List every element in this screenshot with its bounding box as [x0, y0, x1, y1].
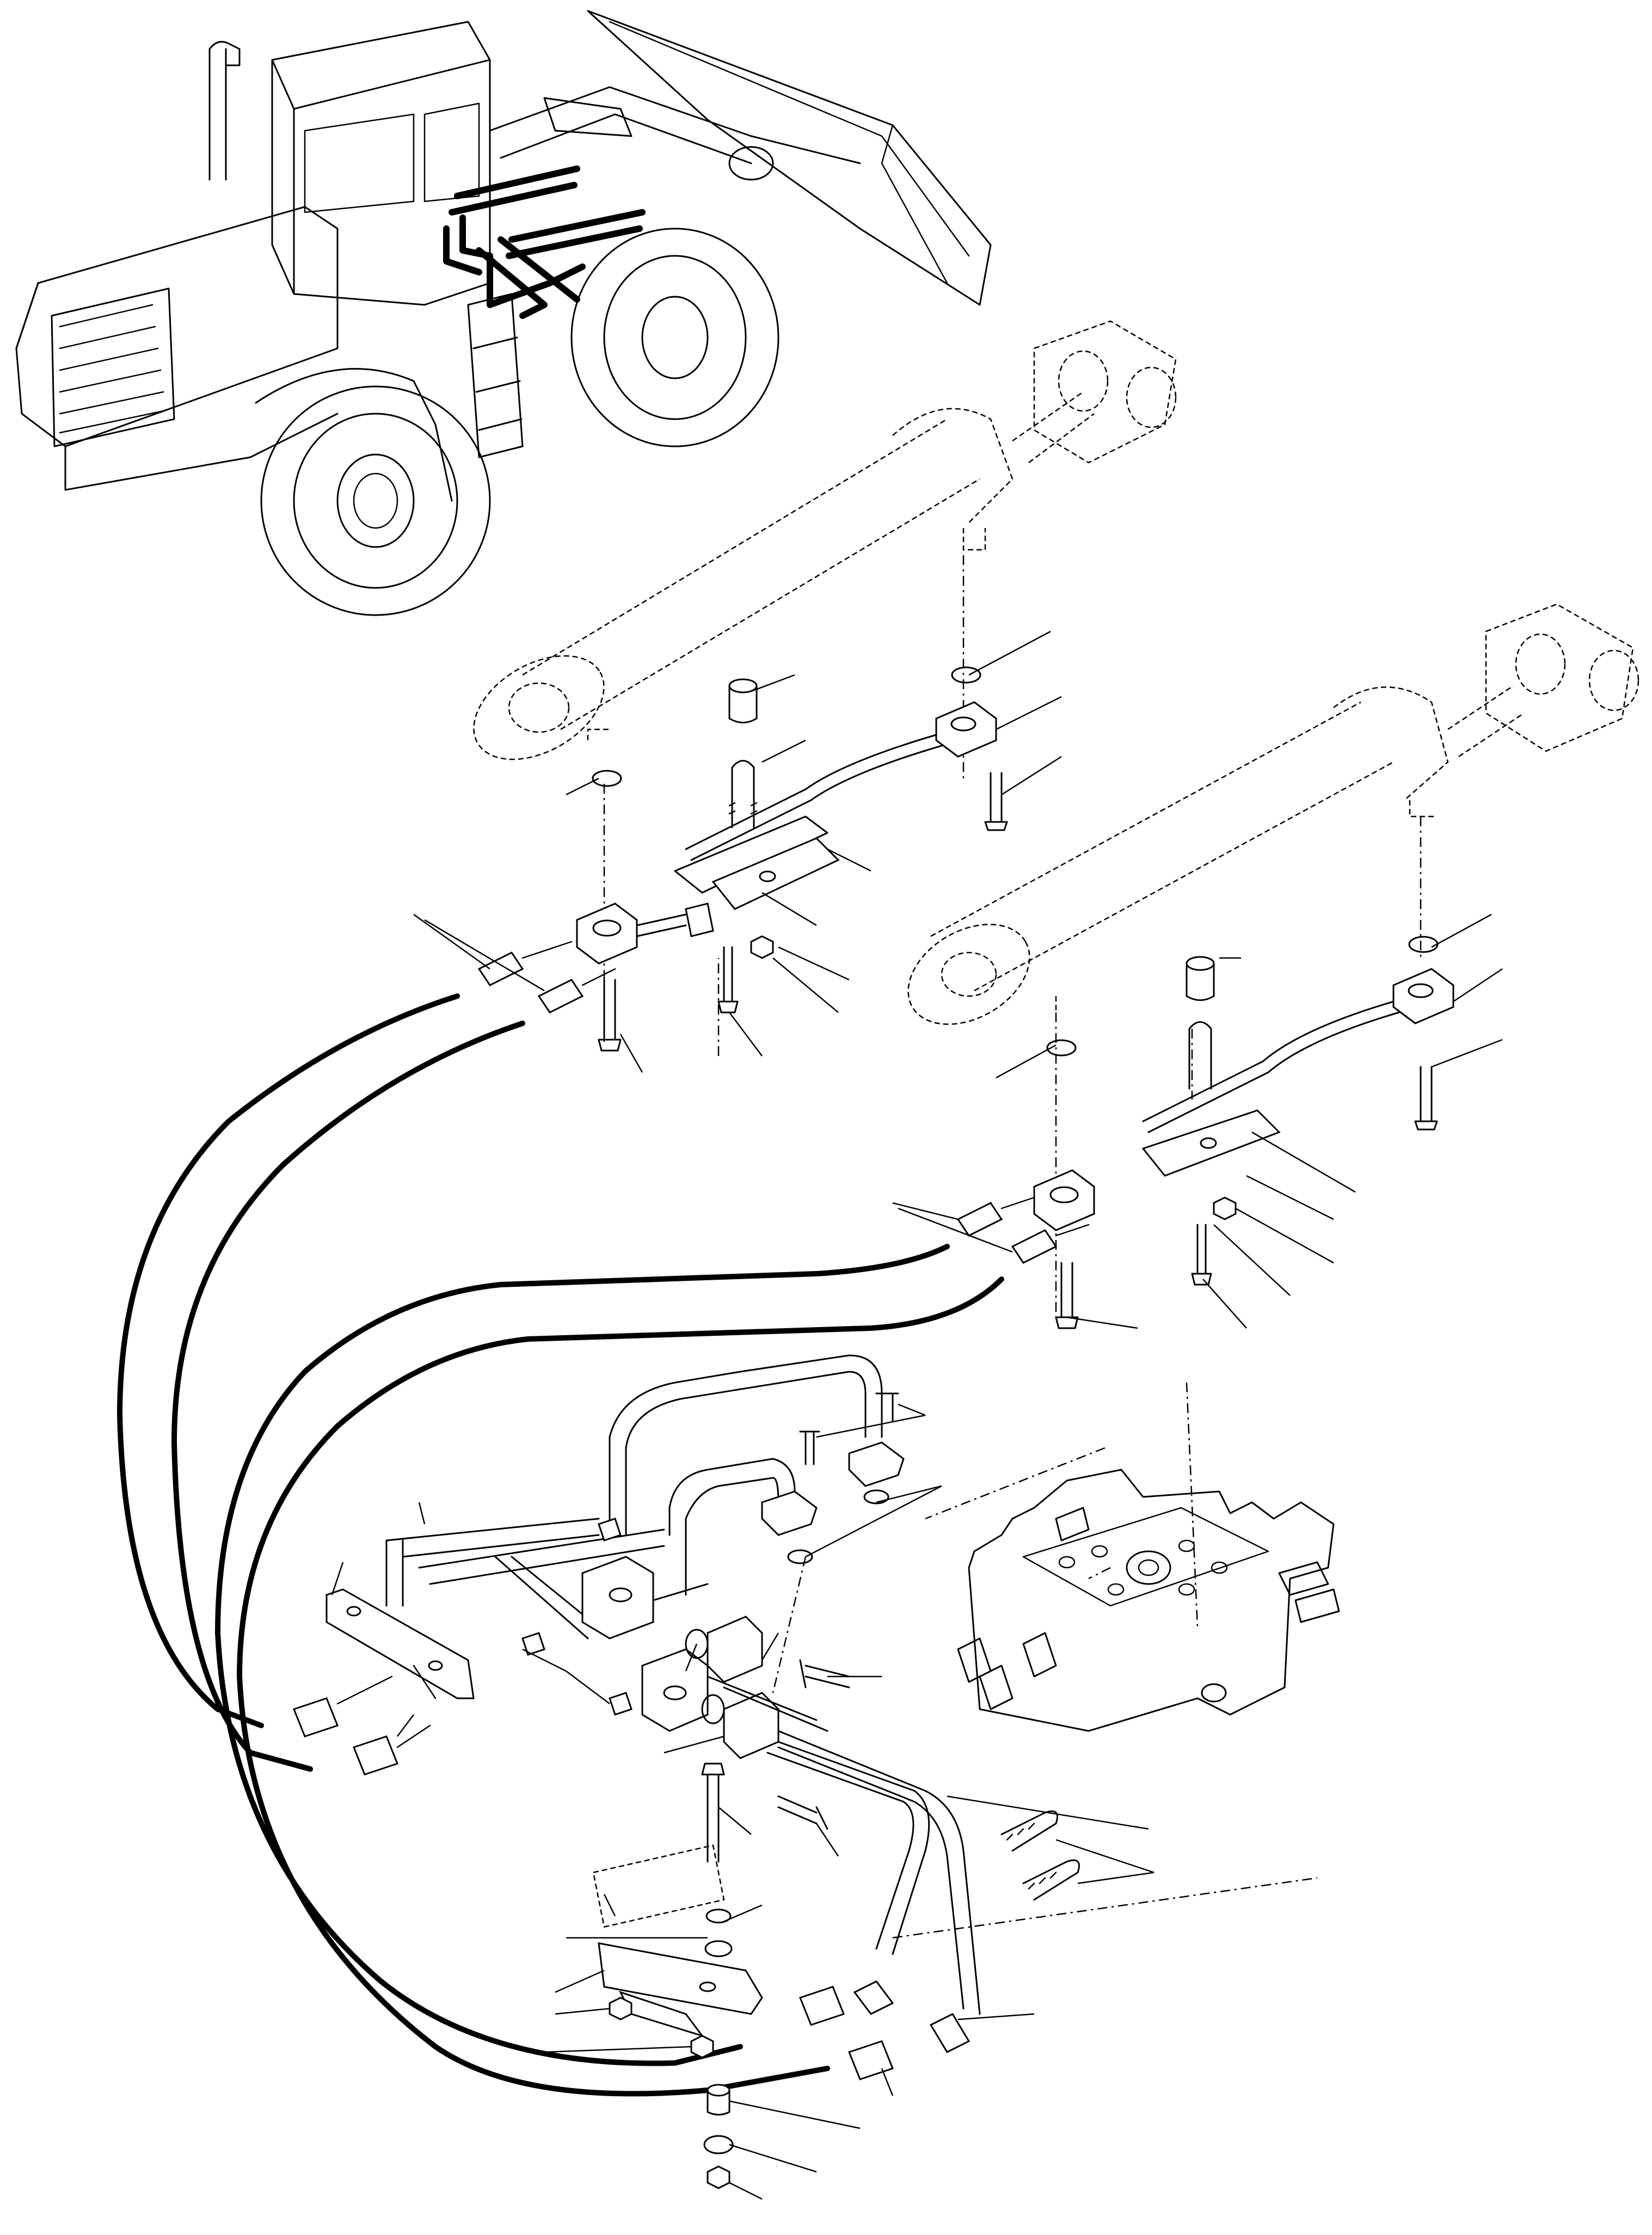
split-flange [1392, 968, 1454, 1024]
bolt [717, 946, 739, 1014]
wheel-loader-locator-illustration [15, 10, 992, 616]
hose-clamps [1000, 1810, 1080, 1901]
u-bolt [1188, 1021, 1212, 1090]
washer [704, 1940, 733, 1957]
center-lines [603, 555, 1422, 1317]
hose-end-fitting [537, 979, 584, 1014]
o-ring [863, 1489, 889, 1505]
o-ring [1408, 936, 1439, 953]
bushing [1186, 963, 1215, 1001]
flange-bolt [799, 1430, 820, 1465]
o-ring [701, 1694, 725, 1724]
bolt [777, 1795, 828, 1830]
hose [171, 1021, 525, 1772]
bolt [799, 1659, 850, 1688]
plug [521, 1632, 545, 1656]
hose-fitting [685, 902, 714, 937]
hose-end-fitting [293, 1697, 339, 1737]
lower-cylinder-piping [956, 936, 1454, 1329]
spacer [707, 2090, 730, 2116]
highlighted-steering-cylinders [443, 165, 646, 319]
hose-end-fitting [477, 951, 524, 986]
clamp-plate [598, 1942, 763, 2015]
hose-end-fitting [956, 1202, 1003, 1237]
lock-nut [707, 2165, 730, 2189]
o-ring [951, 666, 981, 684]
hose-end-fitting [848, 2040, 894, 2080]
manifold-block [576, 902, 638, 965]
split-flange [848, 1441, 905, 1487]
u-bolt [731, 760, 755, 828]
lock-nut [750, 935, 774, 959]
split-flange [935, 701, 997, 758]
hose [215, 1244, 950, 2066]
hose-end-fitting [799, 1986, 845, 2026]
valve-piping-assembly [293, 1354, 1318, 2189]
o-ring [685, 1629, 709, 1659]
clamp-bracket [711, 837, 840, 910]
lock-nut [1213, 1196, 1237, 1220]
bolt [598, 979, 622, 1052]
plug [609, 1692, 632, 1716]
lock-nut [609, 1997, 632, 2021]
hose [117, 993, 460, 1728]
washer [703, 2135, 734, 2154]
flange-bolt [984, 772, 1008, 831]
flange-bolt [1414, 1066, 1438, 1131]
tee-block [723, 1692, 779, 1759]
o-ring [592, 770, 622, 787]
washer [705, 1908, 732, 1924]
clamp-bracket [1141, 1109, 1281, 1177]
tee-block [641, 1648, 709, 1732]
bolt [1191, 1224, 1212, 1286]
elbow-fitting [929, 2013, 971, 2053]
hose [237, 1276, 1004, 2097]
plug [598, 1518, 622, 1542]
split-flange [761, 1490, 818, 1536]
hose-end-fitting [1011, 1229, 1058, 1264]
flange-bolt [875, 1392, 899, 1422]
elbow-fitting [853, 1980, 894, 2015]
tee-block [707, 1616, 763, 1683]
lower-steering-cylinder [907, 603, 1639, 1025]
tee-block [581, 1556, 654, 1640]
o-ring [787, 1549, 813, 1564]
bushing [728, 686, 758, 723]
mounting-bracket [326, 1588, 475, 1699]
manifold-block [1033, 1169, 1095, 1231]
lock-nut [690, 2035, 714, 2059]
hose-end-fitting [353, 1735, 398, 1776]
callout-leader-lines [331, 630, 1503, 2200]
o-ring [1046, 1039, 1077, 1057]
hydraulic-hoses [117, 993, 1004, 2097]
upper-cylinder-piping [477, 666, 1008, 1052]
upper-steering-cylinder [473, 320, 1177, 760]
control-valve [957, 1469, 1340, 1732]
